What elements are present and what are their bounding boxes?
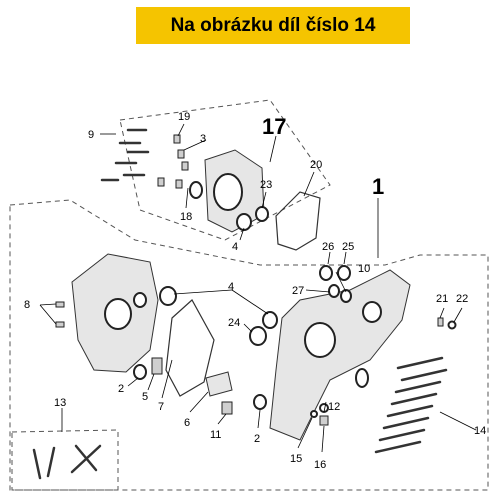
callout-6: 6 bbox=[184, 417, 190, 429]
callout-2-right: 2 bbox=[254, 433, 260, 445]
crankcase-left bbox=[71, 253, 159, 373]
cover-17 bbox=[189, 149, 265, 233]
bushing-11 bbox=[221, 401, 233, 415]
bolt-21 bbox=[437, 317, 444, 327]
dowels-8 bbox=[55, 301, 65, 328]
callout-11: 11 bbox=[210, 429, 221, 441]
group-outline-17 bbox=[119, 99, 331, 241]
seal-right-lower bbox=[355, 368, 369, 388]
callout-27: 27 bbox=[292, 285, 304, 297]
studs-13 bbox=[32, 444, 102, 480]
group-outline-13 bbox=[11, 429, 119, 491]
callout-16: 16 bbox=[314, 459, 326, 471]
washer-22 bbox=[447, 320, 457, 330]
bearing-25 bbox=[337, 265, 351, 281]
callout-3: 3 bbox=[200, 133, 206, 145]
title-banner: Na obrázku díl číslo 14 bbox=[136, 7, 410, 44]
callout-4-top: 4 bbox=[232, 241, 238, 253]
callout-1: 1 bbox=[372, 174, 384, 199]
callout-10: 10 bbox=[358, 263, 370, 275]
seal-24 bbox=[249, 326, 267, 346]
bearing-23 bbox=[255, 206, 269, 222]
callout-9: 9 bbox=[88, 129, 94, 141]
callout-13: 13 bbox=[54, 397, 66, 409]
callout-2-left: 2 bbox=[118, 383, 124, 395]
callout-4-mid: 4 bbox=[228, 281, 234, 293]
callout-7: 7 bbox=[158, 401, 164, 413]
group-outline-main bbox=[9, 199, 489, 491]
bearing-10 bbox=[340, 289, 352, 303]
callout-21: 21 bbox=[436, 293, 448, 305]
bearing-26 bbox=[319, 265, 333, 281]
callout-8: 8 bbox=[24, 299, 30, 311]
washer-2-left bbox=[133, 364, 147, 380]
callout-18: 18 bbox=[180, 211, 192, 223]
callout-26: 26 bbox=[322, 241, 334, 253]
bearing-4-right bbox=[262, 311, 278, 329]
callout-17: 17 bbox=[262, 114, 286, 139]
callout-14: 14 bbox=[474, 425, 486, 437]
callout-22: 22 bbox=[456, 293, 468, 305]
crankcase-right bbox=[269, 269, 411, 441]
seal-4-left bbox=[159, 286, 177, 306]
callout-15: 15 bbox=[290, 453, 302, 465]
bearing-27 bbox=[328, 284, 340, 298]
callout-12: 12 bbox=[328, 401, 340, 413]
studs-14 bbox=[374, 356, 448, 454]
bearing-4-top bbox=[236, 213, 252, 231]
callout-5: 5 bbox=[142, 391, 148, 403]
dowels-3-18-19 bbox=[157, 134, 189, 189]
title-text: Na obrázku díl číslo 14 bbox=[170, 14, 376, 36]
leader-lines bbox=[39, 123, 477, 453]
washer-15 bbox=[310, 410, 318, 418]
callout-25: 25 bbox=[342, 241, 354, 253]
gasket-20 bbox=[275, 191, 321, 251]
pin-5 bbox=[151, 357, 163, 375]
gasket-7 bbox=[165, 299, 215, 397]
callout-19: 19 bbox=[178, 111, 190, 123]
washer-2-right bbox=[253, 394, 267, 410]
bolts-9 bbox=[100, 128, 150, 182]
callout-23: 23 bbox=[260, 179, 272, 191]
callout-20: 20 bbox=[310, 159, 322, 171]
callout-24: 24 bbox=[228, 317, 240, 329]
nut-16 bbox=[319, 415, 329, 426]
sleeve-6 bbox=[205, 371, 233, 397]
